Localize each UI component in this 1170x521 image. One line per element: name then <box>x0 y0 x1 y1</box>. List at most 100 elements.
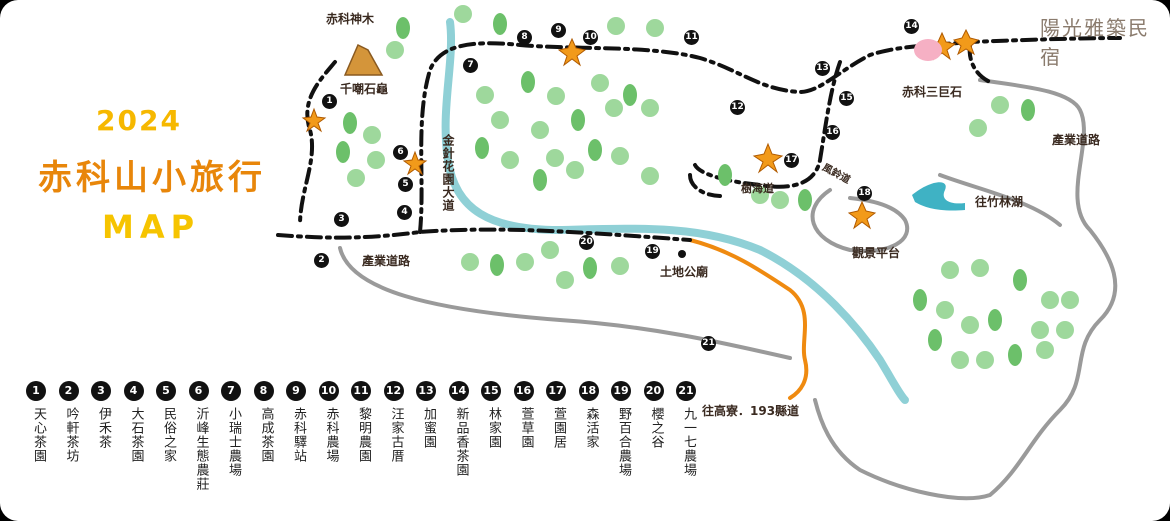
tree-icon <box>611 257 629 275</box>
tree-icon <box>988 309 1002 331</box>
label-jinzhen-avenue: 金針花園大道 <box>441 134 455 212</box>
tree-icon <box>646 19 664 37</box>
legend-label: 大石茶園 <box>128 407 144 463</box>
map-marker-12: 12 <box>730 100 745 115</box>
legend-number: 16 <box>513 381 534 401</box>
legend-number: 18 <box>578 381 599 401</box>
legend-item: 15 林家園 <box>481 381 503 449</box>
tree-icon <box>363 126 381 144</box>
tree-icon <box>607 17 625 35</box>
legend-number: 2 <box>58 381 79 401</box>
legend-label: 小瑞士農場 <box>226 407 241 477</box>
tree-icon <box>951 351 969 369</box>
tree-icon <box>491 111 509 129</box>
tree-icon <box>641 99 659 117</box>
tree-icon <box>751 186 769 204</box>
legend-number: 15 <box>481 381 501 401</box>
tree-icon <box>367 151 385 169</box>
tree-icon <box>566 161 584 179</box>
label-shuhai-trail: 樹海道 <box>741 182 774 195</box>
lily-flower-icon <box>301 28 980 230</box>
map-marker-2: 2 <box>314 253 329 268</box>
label-qianchao-shigui: 千嘲石龜 <box>340 82 389 96</box>
legend-number: 4 <box>123 381 144 401</box>
tree-icon <box>1021 99 1035 121</box>
legend-number: 17 <box>546 381 566 401</box>
tree-icon <box>571 109 585 131</box>
label-chike-shenmu: 赤科神木 <box>326 12 375 26</box>
tree-icon <box>1056 321 1074 339</box>
tree-icon <box>798 189 812 211</box>
tree-icon <box>343 112 357 134</box>
legend-item: 16 萱草園 <box>513 381 536 449</box>
tree-icon <box>336 5 1079 369</box>
map-marker-20: 20 <box>579 235 594 250</box>
legend-label: 赤科農場 <box>323 407 339 463</box>
tree-icon <box>941 261 959 279</box>
legend-number: 9 <box>286 381 306 401</box>
label-industry-road-east: 產業道路 <box>1052 133 1101 147</box>
legend-number: 7 <box>221 381 241 401</box>
tree-icon <box>556 271 574 289</box>
legend-number: 1 <box>26 381 46 401</box>
temple-dot-icon <box>678 250 686 258</box>
tree-icon <box>969 119 987 137</box>
legend-item: 4 大石茶園 <box>123 381 146 463</box>
map-marker-21: 21 <box>701 336 716 351</box>
map-marker-7: 7 <box>463 58 478 73</box>
label-industry-road: 產業道路 <box>362 254 411 268</box>
map-marker-8: 8 <box>517 30 532 45</box>
legend-number: 11 <box>351 381 371 401</box>
map-marker-15: 15 <box>839 91 854 106</box>
legend-number: 3 <box>91 381 111 401</box>
legend-number: 8 <box>253 381 274 401</box>
lake-icon <box>912 182 965 211</box>
label-tudigong-temple: 土地公廟 <box>660 265 709 279</box>
map-marker-16: 16 <box>825 125 840 140</box>
label-chike-sanjushi: 赤科三巨石 <box>902 85 963 99</box>
map-marker-5: 5 <box>398 177 413 192</box>
legend-label: 林家園 <box>486 407 501 449</box>
tree-icon <box>521 71 535 93</box>
legend-label: 新品香茶園 <box>453 407 469 477</box>
tree-icon <box>611 147 629 165</box>
brand-logo-text: 陽光雅築民宿 <box>1040 16 1150 69</box>
tree-icon <box>396 17 410 39</box>
tree-icon <box>936 301 954 319</box>
legend-label: 萱草園 <box>518 407 534 449</box>
tree-icon <box>771 191 789 209</box>
legend-item: 17 萱園居 <box>546 381 568 449</box>
map-year: 2024 <box>96 104 182 137</box>
map-marker-3: 3 <box>334 212 349 227</box>
legend-number: 6 <box>188 381 209 401</box>
legend-item: 10 赤科農場 <box>318 381 341 463</box>
legend-label: 櫻之谷 <box>648 407 664 449</box>
tree-icon <box>961 316 979 334</box>
tree-icon <box>976 351 994 369</box>
rock-icon <box>914 39 942 61</box>
legend-number: 19 <box>611 381 631 401</box>
legend-number: 10 <box>318 381 339 401</box>
tree-icon <box>605 99 623 117</box>
legend-number: 5 <box>156 381 176 401</box>
map-marker-17: 17 <box>784 153 799 168</box>
tree-icon <box>454 5 472 23</box>
legend-number: 14 <box>448 381 469 401</box>
tree-icon <box>490 254 504 276</box>
tree-icon <box>1036 341 1054 359</box>
legend-label: 野百合農場 <box>616 407 631 477</box>
tree-icon <box>347 169 365 187</box>
tree-icon <box>1008 344 1022 366</box>
legend-item: 19 野百合農場 <box>611 381 633 477</box>
tree-icon <box>336 141 350 163</box>
legend-label: 萱園居 <box>551 407 566 449</box>
tree-icon <box>623 84 637 106</box>
